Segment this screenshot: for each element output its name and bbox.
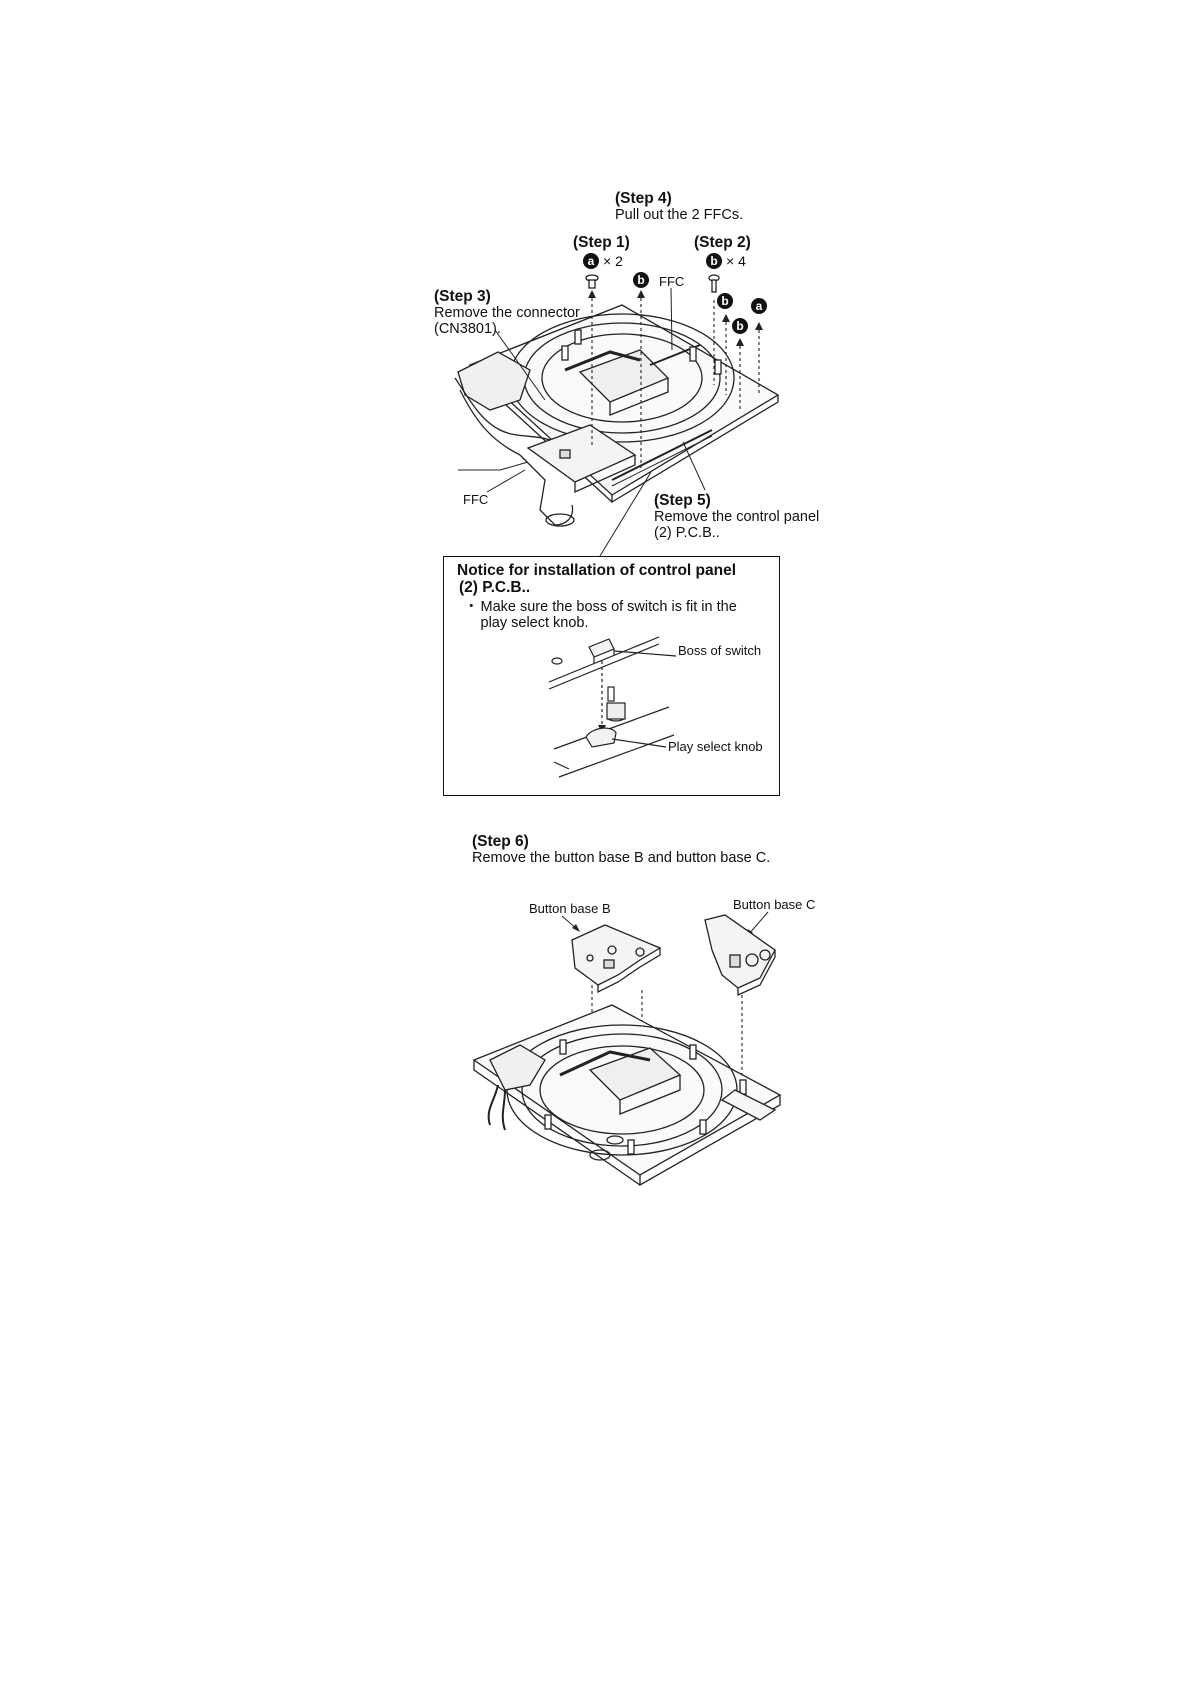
notice-box: Notice for installation of control panel… xyxy=(443,556,780,796)
callout-a-right-icon: a xyxy=(751,298,767,314)
step6-label: (Step 6) Remove the button base B and bu… xyxy=(472,833,770,866)
screw-b-badge-icon: b xyxy=(706,253,722,269)
ffc-top-label: FFC xyxy=(659,274,685,289)
bullet-mark: ・ xyxy=(464,599,479,615)
screw-a-icon xyxy=(585,274,599,289)
callout-b-right1-icon: b xyxy=(717,293,733,309)
step1-label: (Step 1) a × 2 xyxy=(573,234,630,269)
notice-title: Notice for installation of control panel… xyxy=(457,562,736,596)
play-select-knob-label: Play select knob xyxy=(668,739,763,754)
screw-b-icon xyxy=(708,274,720,293)
step5-label: (Step 5) Remove the control panel (2) P.… xyxy=(654,492,819,541)
step4-text: Pull out the 2 FFCs. xyxy=(615,207,744,223)
left-mechanism xyxy=(457,351,531,411)
step3-label: (Step 3) Remove the connector (CN3801). xyxy=(434,288,580,337)
removal-guides xyxy=(591,292,760,468)
notice-title-line-1: Notice for installation of control panel xyxy=(457,562,737,579)
step3-line-2: (CN3801). xyxy=(434,321,501,337)
step4-title: (Step 4) xyxy=(615,190,672,207)
step6-text: Remove the button base B and button base… xyxy=(472,850,771,866)
notice-bullet-line-1: Make sure the boss of switch is fit in t… xyxy=(480,599,737,615)
play-select-knob-shape xyxy=(585,727,617,748)
step2-label: (Step 2) b × 4 xyxy=(694,234,751,269)
button-base-c-shape xyxy=(704,914,776,989)
step2-quantity: × 4 xyxy=(726,253,746,269)
step3-title: (Step 3) xyxy=(434,288,491,305)
button-base-c-label: Button base C xyxy=(733,897,816,912)
arrowheads xyxy=(588,290,763,346)
ffc-bottom-label: FFC xyxy=(463,492,489,507)
notice-title-line-2: (2) P.C.B.. xyxy=(459,579,531,596)
button-base-b-label: Button base B xyxy=(529,901,611,916)
step6-title: (Step 6) xyxy=(472,833,529,850)
step3-line-1: Remove the connector xyxy=(434,305,580,321)
step1-quantity: × 2 xyxy=(603,253,623,269)
step5-title: (Step 5) xyxy=(654,492,711,509)
screw-a-badge-icon: a xyxy=(583,253,599,269)
step5-line-2: (2) P.C.B.. xyxy=(654,525,720,541)
boss-of-switch-label: Boss of switch xyxy=(678,643,762,658)
step4-label: (Step 4) Pull out the 2 FFCs. xyxy=(615,190,743,223)
step2-title: (Step 2) xyxy=(694,234,751,251)
step1-title: (Step 1) xyxy=(573,234,630,251)
notice-bullet-line-2: play select knob. xyxy=(480,615,589,631)
notice-bullet: ・ Make sure the boss of switch is fit in… xyxy=(464,599,737,631)
switch-knob-diagram xyxy=(548,636,677,778)
callout-b-right2-icon: b xyxy=(732,318,748,334)
button-base-b-shape xyxy=(571,924,662,986)
step5-line-1: Remove the control panel xyxy=(654,509,820,525)
callout-b-center-icon: b xyxy=(633,272,649,288)
